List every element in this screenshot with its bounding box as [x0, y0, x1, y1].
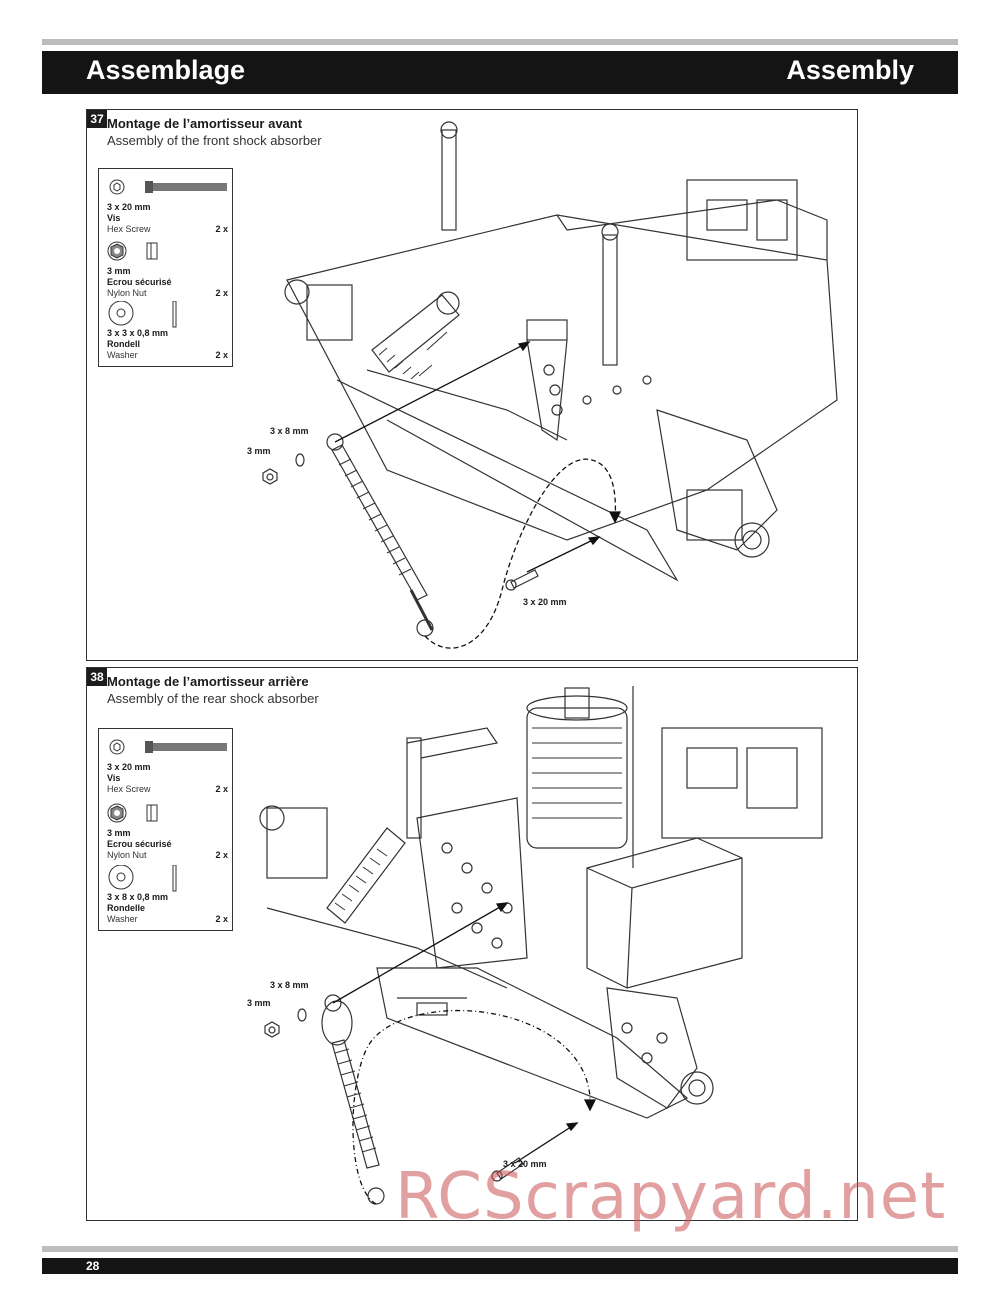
part-name-en: Washer [107, 914, 138, 924]
step-number: 37 [87, 110, 107, 128]
callout-nut: 3 mm [247, 446, 271, 456]
header-accent-bar [42, 39, 958, 45]
footer-accent-bar [42, 1246, 958, 1252]
part-size: 3 x 20 mm [107, 202, 151, 212]
hex-screw-icon [109, 179, 227, 195]
part-name-en: Hex Screw [107, 784, 151, 794]
callout-washer: 3 x 8 mm [270, 426, 309, 436]
step-title-en: Assembly of the rear shock absorber [107, 691, 319, 706]
step-title-en: Assembly of the front shock absorber [107, 133, 322, 148]
header-title-en: Assembly [786, 55, 914, 85]
part-size: 3 mm [107, 828, 131, 838]
part-name-en: Nylon Nut [107, 288, 147, 298]
part-qty: 2 x [215, 224, 228, 234]
washer-icon [108, 301, 177, 328]
part-qty: 2 x [215, 914, 228, 924]
part-name-fr: Vis [107, 773, 121, 783]
part-size: 3 x 8 x 0,8 mm [107, 892, 169, 902]
nylon-nut-icon [107, 241, 158, 261]
page-number: 28 [86, 1259, 100, 1273]
part-qty: 2 x [215, 850, 228, 860]
callout-washer: 3 x 8 mm [270, 980, 309, 990]
callout-nut: 3 mm [247, 998, 271, 1008]
watermark: RCScrapyard.net [395, 1160, 947, 1234]
part-name-en: Hex Screw [107, 224, 151, 234]
part-name-fr: Vis [107, 213, 121, 223]
part-qty: 2 x [215, 784, 228, 794]
step-38-panel: 38 Montage de l’amortisseur arrière Asse… [86, 667, 858, 1221]
front-shock-illustration [262, 121, 838, 649]
callout-screw: 3 x 20 mm [503, 1159, 547, 1169]
page-header: Assemblage Assembly [42, 51, 958, 94]
nylon-nut-icon [107, 803, 158, 823]
part-name-fr: Ecrou sécurisé [107, 839, 172, 849]
page-footer: 28 [42, 1258, 958, 1274]
part-name-en: Nylon Nut [107, 850, 147, 860]
part-name-fr: Rondell [107, 339, 140, 349]
part-size: 3 mm [107, 266, 131, 276]
part-size: 3 x 3 x 0,8 mm [107, 328, 169, 338]
part-size: 3 x 20 mm [107, 762, 151, 772]
part-name-en: Washer [107, 350, 138, 360]
part-name-fr: Rondelle [107, 903, 146, 913]
part-qty: 2 x [215, 288, 228, 298]
part-qty: 2 x [215, 350, 228, 360]
step-title-fr: Montage de l’amortisseur avant [107, 116, 303, 131]
parts-list: 3 x 20 mm Vis Hex Screw 2 x 3 mm Ecrou s… [98, 728, 233, 931]
part-name-fr: Ecrou sécurisé [107, 277, 172, 287]
header-title-fr: Assemblage [86, 55, 246, 85]
step-number: 38 [87, 668, 107, 686]
rear-shock-illustration [259, 686, 823, 1205]
washer-icon [108, 865, 177, 892]
hex-screw-icon [109, 739, 227, 755]
step-title-fr: Montage de l’amortisseur arrière [107, 674, 309, 689]
parts-list: 3 x 20 mm Vis Hex Screw 2 x 3 mm Ecrou s… [98, 168, 233, 367]
step-37-panel: 37 Montage de l’amortisseur avant Assemb… [86, 109, 858, 661]
callout-screw: 3 x 20 mm [523, 597, 567, 607]
